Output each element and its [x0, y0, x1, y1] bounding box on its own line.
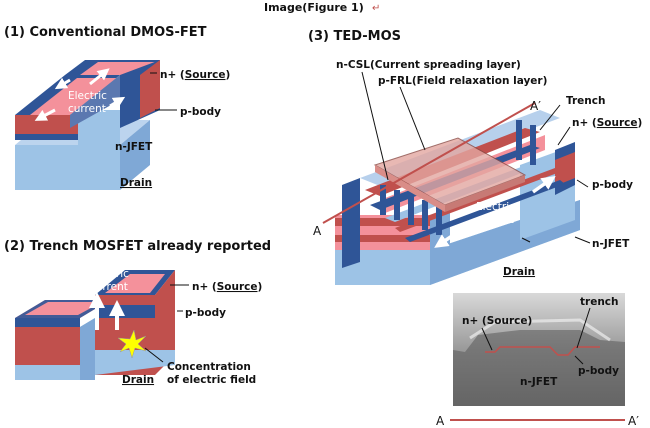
p2-p-body-label: p-body: [185, 307, 226, 319]
current-arrow-1: [34, 108, 56, 121]
sem-p-body-label: p-body: [578, 365, 619, 377]
panel-ted-mos: (3) TED-MOS: [308, 29, 642, 285]
panel-trench-mosfet: (2) Trench MOSFET already reported Elect…: [4, 239, 271, 386]
p3-n-jfet-label: n-JFET: [592, 238, 630, 250]
panel3-title: (3) TED-MOS: [308, 29, 401, 44]
current-arrow-4: [54, 77, 71, 90]
p3-current-arrow-1: [531, 175, 556, 194]
p1-p-body-label: p-body: [180, 106, 221, 118]
p2-drain-label: Drain: [122, 374, 154, 386]
panel-conventional-dmos: (1) Conventional DMOS-FET Electric curre…: [4, 25, 230, 190]
sem-n-source-label: n+ (Source): [462, 315, 532, 327]
p2-current-l2: current: [90, 281, 128, 293]
current-label-l2: current: [68, 103, 106, 115]
p1-drain-label: Drain: [120, 177, 152, 189]
sem-trench-label: trench: [580, 296, 619, 308]
field-concentration-spark-icon: [117, 329, 147, 359]
p1-n-jfet-label: n-JFET: [115, 141, 153, 153]
p3-n-source-label: n+ (Source): [572, 117, 642, 129]
n-csl-label: n-CSL(Current spreading layer): [336, 59, 521, 71]
p3-a-label: A: [313, 224, 322, 238]
p3-current-l1: Electric: [476, 201, 515, 213]
return-mark-icon: ↵: [372, 3, 380, 14]
p3-a-prime-label: A′: [530, 99, 541, 113]
p1-n-source-label: n+ (Source): [160, 69, 230, 81]
panel2-title: (2) Trench MOSFET already reported: [4, 239, 271, 254]
p-body-left-block: [15, 318, 80, 365]
current-arrow-3: [109, 96, 126, 109]
current-arrow-2: [89, 68, 110, 86]
p3-drain-label: Drain: [503, 266, 535, 278]
current-label-l1: Electric: [68, 90, 107, 102]
p2-concentration-l1: Concentration: [167, 361, 251, 373]
sem-a-label: A: [436, 414, 445, 428]
sem-cross-section: trench n+ (Source) p-body n-JFET A A′: [436, 293, 639, 428]
p2-concentration-l2: of electric field: [167, 374, 256, 386]
panel1-title: (1) Conventional DMOS-FET: [4, 25, 207, 40]
sem-n-jfet-label: n-JFET: [520, 376, 558, 388]
p-frl-label: p-FRL(Field relaxation layer): [378, 75, 547, 87]
trench-label: Trench: [566, 95, 605, 107]
sem-a-prime-label: A′: [628, 414, 639, 428]
p3-current-l2: current: [476, 214, 514, 226]
cut-line-a: [322, 102, 536, 224]
p3-p-body-label: p-body: [592, 179, 633, 191]
p3-current-arrow-2: [434, 232, 456, 248]
figure-title: Image(Figure 1): [264, 1, 364, 14]
p2-current-l1: Electric: [90, 268, 129, 280]
p2-n-source-label: n+ (Source): [192, 281, 262, 293]
